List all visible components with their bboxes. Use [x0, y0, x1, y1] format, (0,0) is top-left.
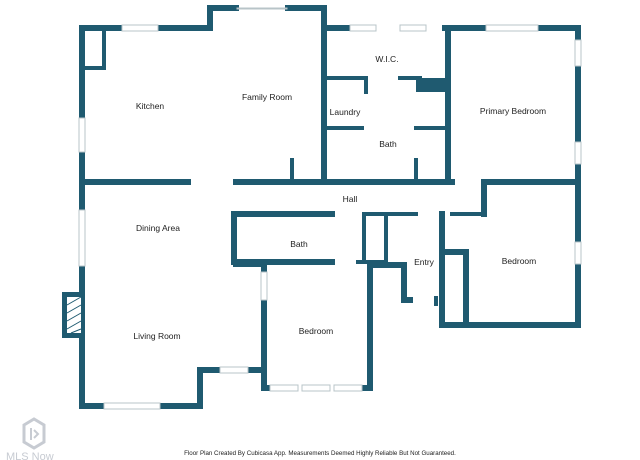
label-bedroom-right: Bedroom — [502, 256, 537, 266]
wic-shelf — [416, 78, 448, 92]
exterior-walls — [79, 5, 581, 409]
window-bedroom-1 — [269, 384, 299, 392]
mls-now-logo-icon — [22, 417, 46, 450]
room-labels: Kitchen Family Room W.I.C. Laundry Bath … — [133, 54, 546, 341]
window-dining-left — [78, 209, 86, 267]
window-primary-top — [485, 24, 539, 32]
window-primary-right-2 — [574, 141, 582, 165]
window-bedroom-right — [574, 241, 582, 265]
label-primary-bedroom: Primary Bedroom — [480, 106, 546, 116]
mls-now-logo: MLS Now — [6, 417, 54, 460]
opening-family-top — [236, 7, 288, 10]
footer-disclaimer: Floor Plan Created By Cubicasa App. Meas… — [184, 450, 456, 457]
label-bath-upper: Bath — [379, 139, 397, 149]
window-bedroom-2 — [301, 384, 331, 392]
label-wic: W.I.C. — [375, 54, 398, 64]
window-primary-right-1 — [574, 39, 582, 67]
window-living-bottom — [103, 402, 161, 410]
label-bath-lower: Bath — [290, 239, 308, 249]
label-kitchen: Kitchen — [136, 101, 165, 111]
label-family-room: Family Room — [242, 92, 292, 102]
window-wic-2 — [399, 24, 427, 32]
window-kitchen-top — [121, 24, 159, 32]
window-bedroom-3 — [333, 384, 363, 392]
fireplace — [62, 292, 84, 338]
label-laundry: Laundry — [330, 107, 361, 117]
label-dining-area: Dining Area — [136, 223, 180, 233]
window-living-bay — [219, 366, 249, 374]
window-wic-1 — [349, 24, 377, 32]
label-hall: Hall — [343, 194, 358, 204]
interior-walls — [79, 25, 581, 391]
label-entry: Entry — [414, 257, 435, 267]
label-living-room: Living Room — [133, 331, 180, 341]
window-bedroom-left — [260, 271, 268, 301]
label-bedroom-center: Bedroom — [299, 326, 334, 336]
logo-text: MLS Now — [6, 451, 54, 460]
windows — [78, 7, 582, 410]
window-kitchen-left — [78, 117, 86, 153]
